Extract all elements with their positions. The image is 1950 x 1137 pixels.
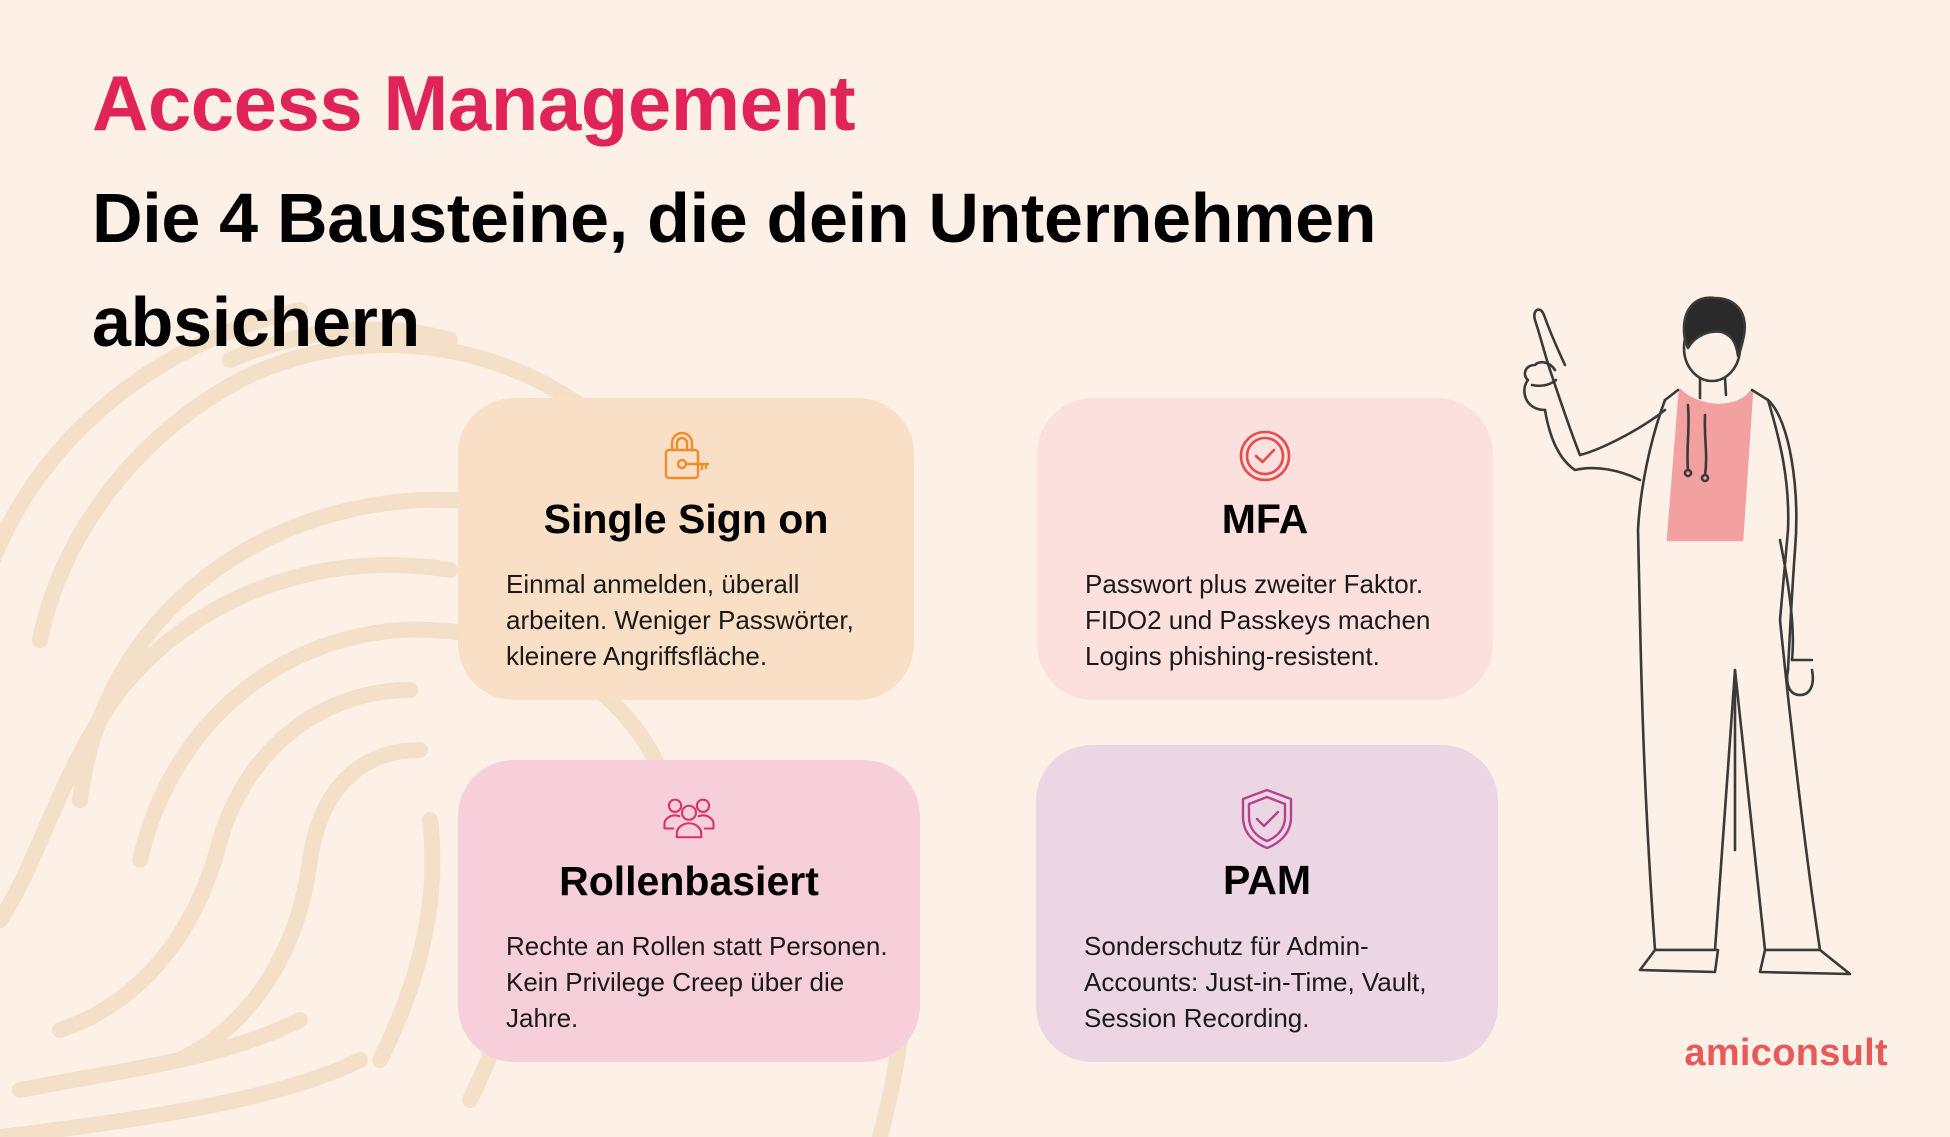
- card-title: Rollenbasiert: [559, 858, 819, 904]
- card-mfa: MFA Passwort plus zweiter Faktor. FIDO2 …: [1037, 398, 1493, 700]
- page-subtitle: Die 4 Bausteine, die dein Unternehmen ab…: [92, 179, 1377, 361]
- card-title: Single Sign on: [543, 496, 829, 542]
- card-pam: PAM Sonderschutz für Admin-Accounts: Jus…: [1036, 745, 1498, 1062]
- user-group-icon: [663, 798, 715, 839]
- card-title: MFA: [1221, 496, 1309, 542]
- card-description: Rechte an Rollen statt Personen. Kein Pr…: [506, 931, 888, 1033]
- person-pointing-illustration: [1523, 296, 1852, 976]
- page-title: Access Management: [92, 59, 856, 147]
- card-rollenbasiert: Rollenbasiert Rechte an Rollen statt Per…: [458, 760, 920, 1062]
- shield-check-icon: [1241, 788, 1293, 850]
- card-description: Einmal anmelden, überall arbeiten. Wenig…: [506, 569, 854, 671]
- lock-key-icon: [664, 431, 710, 480]
- card-description: Sonderschutz für Admin-Accounts: Just-in…: [1084, 931, 1427, 1033]
- card-single-sign-on: Single Sign on Einmal anmelden, überall …: [458, 398, 914, 700]
- card-description: Passwort plus zweiter Faktor. FIDO2 und …: [1085, 569, 1431, 671]
- brand-logo: amiconsult: [1684, 1032, 1888, 1074]
- card-title: PAM: [1222, 857, 1312, 903]
- check-circle-icon: [1239, 430, 1291, 482]
